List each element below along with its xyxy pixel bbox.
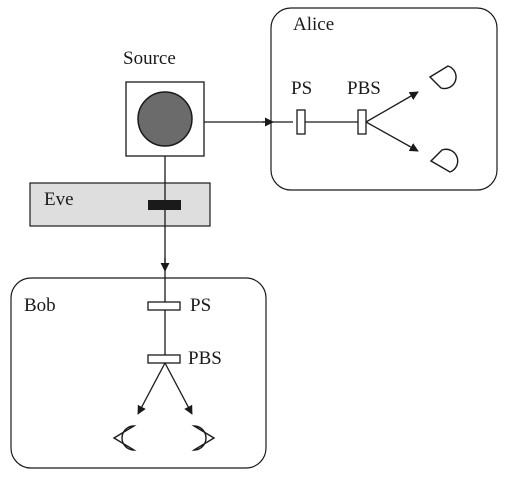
bob-station <box>10 277 267 469</box>
eve-detector <box>148 200 181 210</box>
bob-ps-label: PS <box>190 295 211 316</box>
alice-polarizing-beam-splitter <box>357 109 367 135</box>
bob-detector-right <box>191 425 216 451</box>
alice-detector-upper <box>428 65 457 90</box>
bob-output-right <box>164 362 193 415</box>
alice-output-lower <box>365 121 419 152</box>
bob-output-left <box>137 362 166 415</box>
alice-ps-label: PS <box>291 78 312 99</box>
alice-label: Alice <box>293 14 334 35</box>
bob-polarizing-beam-splitter <box>147 354 181 364</box>
source-label: Source <box>123 48 176 69</box>
bob-pbs-label: PBS <box>188 348 222 369</box>
eve-label: Eve <box>44 189 74 210</box>
source-photon-emitter <box>137 91 193 147</box>
alice-output-upper <box>365 91 419 123</box>
alice-pbs-label: PBS <box>347 78 381 99</box>
bob-phase-shifter <box>147 301 181 311</box>
bob-label: Bob <box>24 295 56 316</box>
alice-phase-shifter <box>296 109 306 135</box>
bob-detector-left <box>112 425 137 451</box>
alice-detector-lower <box>429 148 459 173</box>
alice-station <box>270 7 498 191</box>
